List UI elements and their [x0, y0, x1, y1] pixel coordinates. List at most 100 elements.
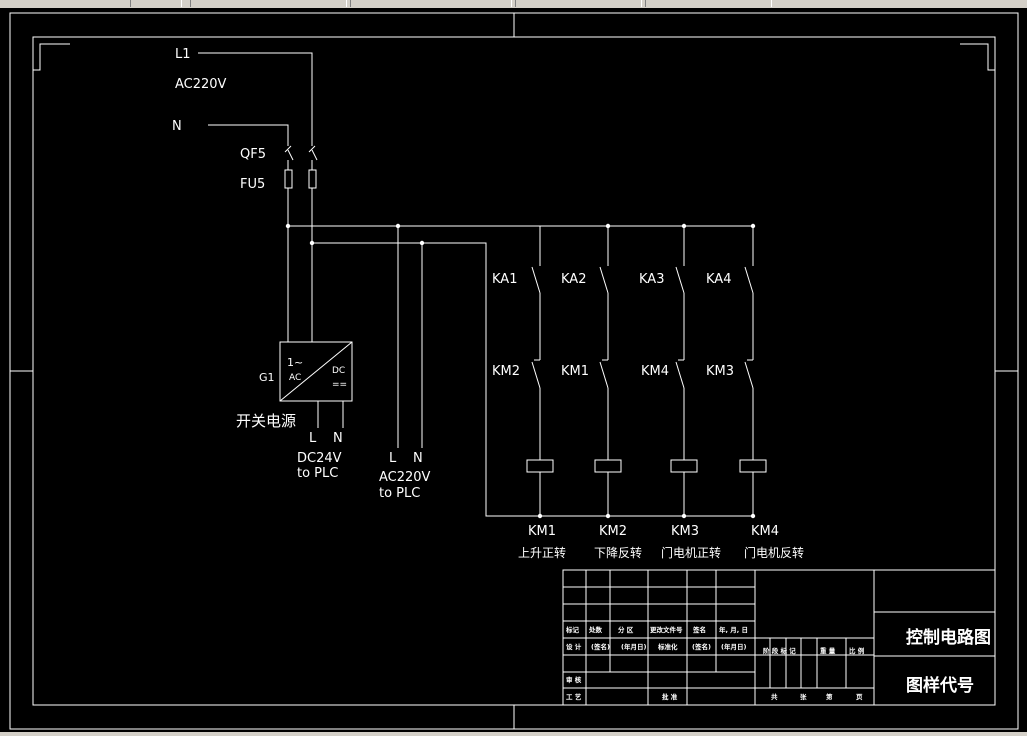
km-contact — [744, 361, 754, 389]
tb-header: 处数 — [588, 625, 603, 634]
km-interlock-label: KM4 — [641, 364, 669, 379]
corner-mark — [960, 43, 995, 71]
label-voltage: AC220V — [175, 77, 227, 92]
psu-dc-top: DC — [332, 366, 345, 376]
tb-weight: 重 量 — [820, 646, 836, 655]
breaker-mark — [284, 145, 292, 153]
tb-header: 分 区 — [618, 625, 634, 634]
km-contact — [531, 361, 541, 389]
tb-header: 更改文件号 — [650, 625, 683, 634]
tb-design: (年月日) — [721, 642, 746, 651]
junction-dot — [605, 513, 611, 519]
coil — [739, 459, 767, 473]
corner-mark — [33, 43, 70, 71]
ka-label: KA4 — [706, 272, 731, 287]
toolbar-tab[interactable] — [190, 0, 347, 7]
coil-label: KM1 — [528, 524, 556, 539]
coil-description: 门电机反转 — [744, 545, 804, 560]
psu-out-line1: DC24V — [297, 451, 342, 466]
relay-branches: KA1KM2KM1上升正转KA2KM1KM2下降反转KA3KM4KM3门电机正转… — [492, 223, 804, 560]
psu-ac-top: 1~ — [287, 356, 303, 369]
tb-sheets: 页 — [856, 693, 863, 701]
tb-sheets: 张 — [800, 692, 807, 701]
coil-label: KM4 — [751, 524, 779, 539]
junction-dot — [750, 513, 756, 519]
tb-design: (签名) — [692, 642, 711, 651]
tb-header: 签名 — [692, 625, 706, 634]
km-interlock-label: KM1 — [561, 364, 589, 379]
junction-dot — [537, 513, 543, 519]
psu-out-n: N — [333, 431, 343, 446]
coil-description: 门电机正转 — [661, 545, 721, 560]
tb-approve: 批 准 — [662, 692, 678, 701]
fuse — [308, 169, 317, 189]
toolbar-tab[interactable] — [130, 0, 182, 7]
tb-scale: 比 例 — [849, 646, 865, 655]
toolbar-tab[interactable] — [350, 0, 512, 7]
junction-dot — [605, 223, 611, 229]
tb-process: 工 艺 — [566, 692, 582, 701]
junction-dot — [419, 240, 425, 246]
title-block — [562, 569, 996, 706]
fuse — [284, 169, 293, 189]
coil-label: KM3 — [671, 524, 699, 539]
label-breaker: QF5 — [240, 147, 266, 162]
plc-n: N — [413, 451, 423, 466]
status-strip — [0, 732, 1027, 736]
tb-stage: 阶 段 标 记 — [763, 646, 796, 655]
km-interlock-label: KM3 — [706, 364, 734, 379]
junction-dot — [309, 240, 315, 246]
coil-label: KM2 — [599, 524, 627, 539]
ka-contact — [675, 266, 685, 294]
tb-sheets: 共 — [771, 692, 778, 701]
tb-header: 年, 月, 日 — [719, 625, 748, 634]
drawing-code: 图样代号 — [906, 675, 974, 696]
coil — [594, 459, 622, 473]
tb-header: 标记 — [565, 625, 580, 634]
ka-label: KA2 — [561, 272, 586, 287]
ka-label: KA1 — [492, 272, 517, 287]
psu-box — [279, 341, 353, 402]
plc-line1: AC220V — [379, 470, 431, 485]
km-contact — [599, 361, 609, 389]
ka-contact — [531, 266, 541, 294]
wire-n — [208, 124, 289, 146]
psu-tag: G1 — [259, 371, 275, 384]
label-l1: L1 — [175, 47, 191, 62]
km-contact — [675, 361, 685, 389]
drawing-name: 控制电路图 — [906, 627, 991, 648]
junction-dot — [285, 223, 291, 229]
breaker-contact — [287, 149, 294, 161]
ka-contact — [599, 266, 609, 294]
label-n: N — [172, 119, 182, 134]
breaker-contact — [311, 149, 318, 161]
psu-ac-bottom: AC — [289, 373, 301, 383]
ka-contact — [744, 266, 754, 294]
toolbar-tab[interactable] — [515, 0, 642, 7]
coil-description: 上升正转 — [518, 545, 566, 560]
psu-out-l: L — [309, 431, 317, 446]
bus-n — [312, 242, 753, 517]
tb-design: 标准化 — [657, 642, 678, 651]
label-fuse: FU5 — [240, 177, 265, 192]
tb-design: (签名) — [591, 642, 610, 651]
wire-l1 — [198, 52, 313, 146]
tb-design: (年月日) — [621, 642, 646, 651]
coil — [670, 459, 698, 473]
window-toolbar-strip — [0, 0, 1027, 8]
plc-l: L — [389, 451, 397, 466]
junction-dot — [681, 513, 687, 519]
junction-dot — [750, 223, 756, 229]
breaker-mark — [308, 145, 316, 153]
psu-dc-bottom: == — [332, 380, 347, 390]
tb-review: 审 核 — [566, 675, 582, 684]
ka-label: KA3 — [639, 272, 664, 287]
km-interlock-label: KM2 — [492, 364, 520, 379]
tb-sheets: 第 — [826, 692, 833, 701]
tb-design: 设 计 — [566, 642, 582, 651]
toolbar-tab[interactable] — [645, 0, 772, 7]
junction-dot — [681, 223, 687, 229]
coil-description: 下降反转 — [594, 545, 642, 560]
psu-diagonal — [279, 341, 353, 402]
